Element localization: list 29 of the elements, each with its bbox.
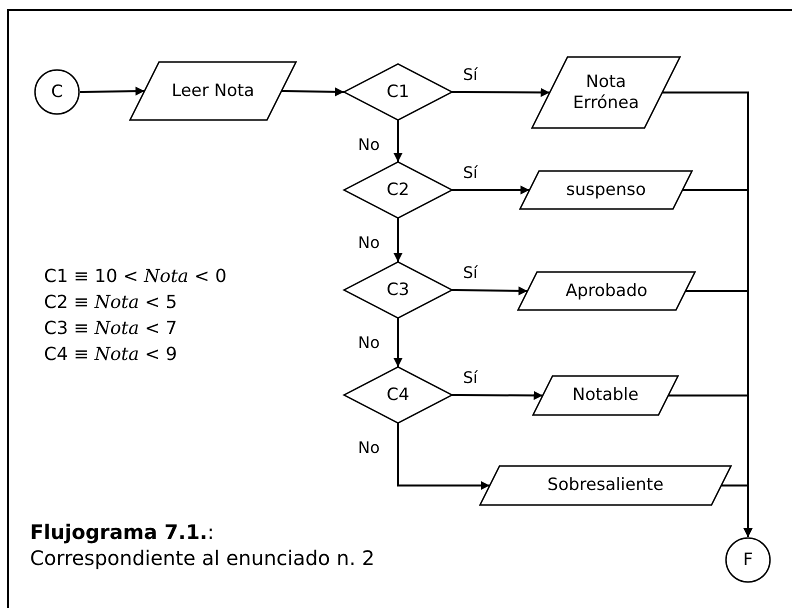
labeled-arrow — [452, 286, 528, 296]
figure-title: Flujograma 7.1.: — [30, 520, 214, 544]
arrow — [80, 86, 145, 96]
condition-label: C2 — [386, 180, 410, 200]
condition-definition: C4 ≡ Nota < 9 — [44, 344, 178, 365]
figure-caption: Correspondiente al enunciado n. 2 — [30, 546, 375, 570]
condition-definition: C3 ≡ Nota < 7 — [44, 318, 178, 339]
connector-label: C — [51, 82, 63, 102]
condition-definition: C1 ≡ 10 < Nota < 0 — [44, 266, 227, 287]
labeled-arrow — [394, 120, 402, 162]
condition-label: C3 — [386, 280, 410, 300]
labeled-arrow — [394, 318, 402, 367]
labeled-arrow — [452, 186, 530, 194]
arrow — [281, 87, 344, 96]
condition-label: C1 — [386, 82, 410, 102]
labeled-arrow — [397, 423, 490, 490]
labeled-arrow — [394, 218, 402, 262]
connector-label: F — [743, 550, 753, 570]
labeled-arrow — [452, 390, 543, 400]
labeled-arrow — [452, 88, 550, 97]
condition-label: C4 — [386, 384, 410, 406]
io-label: Sobresaliente — [547, 475, 664, 496]
merge-arrow — [721, 484, 752, 537]
io-label: Nota Errónea — [572, 72, 640, 113]
io-label: Notable — [572, 385, 639, 406]
io-label: Leer Nota — [172, 80, 254, 102]
io-label: suspenso — [566, 180, 646, 200]
io-label: Aprobado — [566, 280, 648, 302]
condition-definition: C2 ≡ Nota < 5 — [44, 292, 178, 313]
